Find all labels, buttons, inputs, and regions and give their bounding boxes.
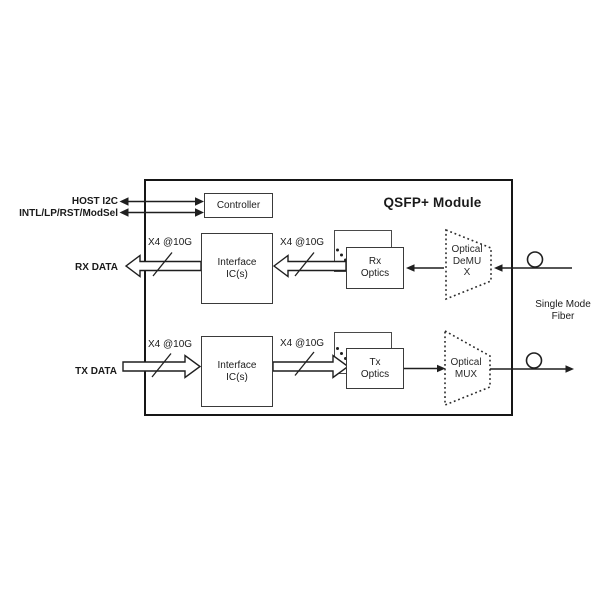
optical-demux-label: Optical DeMU X [451,244,483,278]
controller-label: Controller [216,199,261,211]
tx-optics-bus-label: X4 @10G [279,337,325,349]
rx-interface-ic-label: Interface IC(s) [217,256,257,280]
tx-optics-box: Tx Optics [346,348,404,389]
module-title: QSFP+ Module [383,195,482,210]
rx-interface-ic-box: Interface IC(s) [201,233,273,304]
rx-optics-label: Rx Optics [360,256,390,279]
tx-interface-ic-label: Interface IC(s) [217,359,257,383]
controller-box: Controller [204,193,273,218]
qsfp-module-outline [144,179,513,416]
rx-optics-bus-label: X4 @10G [279,237,325,248]
tx-host-bus-label: X4 @10G [147,338,193,350]
tx-data-label: TX DATA [75,366,117,377]
rx-data-label: RX DATA [75,262,118,273]
rx-host-bus-label: X4 @10G [147,237,193,248]
tx-optics-label: Tx Optics [360,356,390,380]
optical-mux-label: Optical MUX [450,357,482,380]
rx-optics-box: Rx Optics [346,247,404,289]
rx-fiber-connector-circle [526,251,544,268]
host-i2c-label: HOST I2C [71,196,118,207]
tx-interface-ic-box: Interface IC(s) [201,336,273,407]
tx-fiber-connector-circle [525,352,543,369]
single-mode-fiber-label: Single Mode Fiber [535,299,591,322]
control-signals-label: INTL/LP/RST/ModSel [19,207,118,219]
